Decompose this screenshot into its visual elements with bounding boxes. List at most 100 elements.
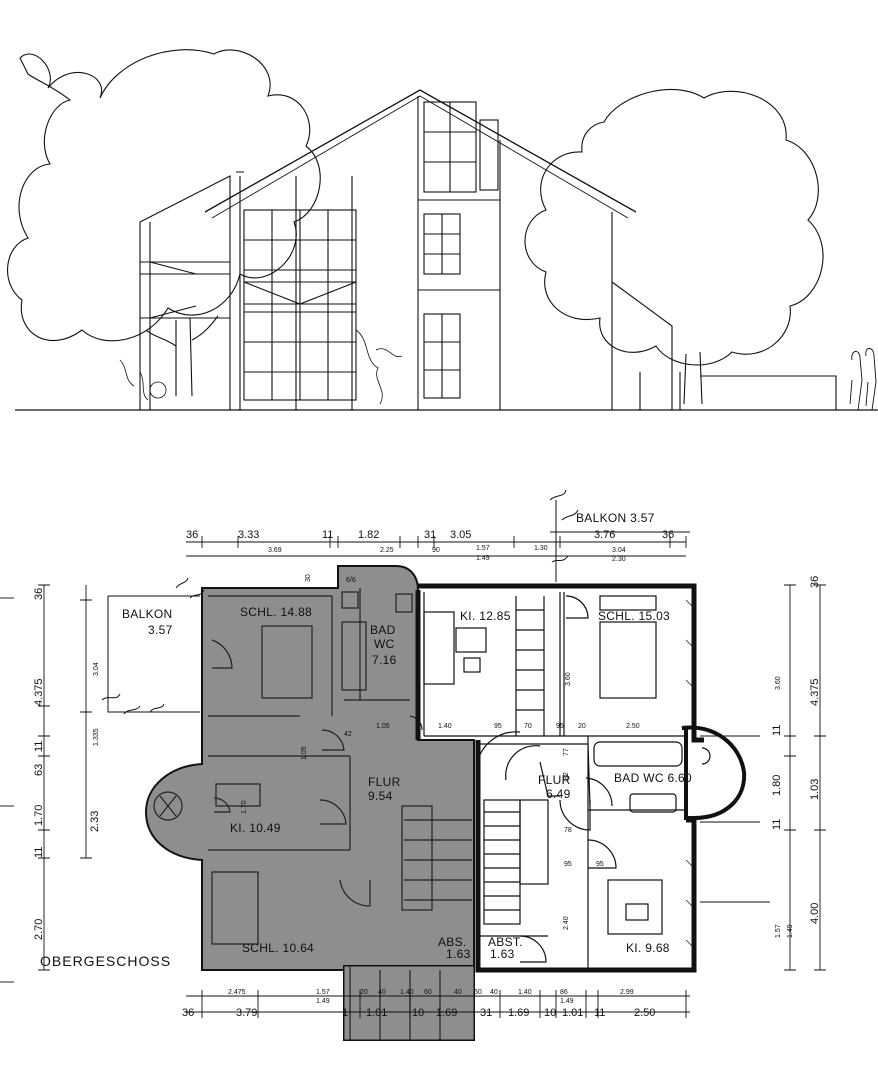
dim-text: 4.375 [33, 678, 45, 706]
dim-text: 36 [809, 576, 821, 588]
dim-text: 20 [578, 723, 586, 730]
dim-text: 1.49 [560, 998, 574, 1005]
dim-text: 36 [182, 1007, 194, 1019]
room-label-balkon-2: BALKON 3.57 [576, 511, 655, 525]
dim-text: 31 [480, 1007, 492, 1019]
dim-text: 42 [344, 731, 352, 738]
dim-text: 40 [490, 989, 498, 996]
room-label-bad-1: BAD [370, 623, 396, 637]
glass-facade [243, 209, 357, 401]
dim-text: 11 [33, 847, 45, 858]
dim-text: 6/6 [346, 577, 356, 584]
dim-text: 1.01 [562, 1007, 583, 1019]
dim-text: 90 [432, 547, 440, 554]
dim-text: 1.69 [508, 1007, 529, 1019]
dim-text: 1.57 [316, 989, 330, 996]
dim-text: 30 [305, 574, 312, 582]
ivy-shrub [119, 329, 403, 405]
room-label-flur-1: FLUR [368, 775, 401, 789]
room-label-schl-2: SCHL. 15.03 [598, 609, 670, 623]
dim-text: 1.40 [518, 989, 532, 996]
dim-text: 1.03 [809, 779, 821, 800]
dims-top: 36 3.33 11 1.82 31 3.05 3.76 36 3.69 2.2… [186, 529, 674, 563]
room-label-bad-2: BAD WC 6.60 [614, 771, 692, 785]
floor-title: OBERGESCHOSS [40, 953, 171, 969]
dim-text: 1.335 [93, 728, 100, 746]
dim-text: 3.04 [93, 662, 100, 676]
room-label-abs-2: ABST. [488, 935, 523, 949]
room-label-schl-3: SCHL. 10.64 [242, 941, 314, 955]
right-balcony [549, 489, 579, 582]
dim-text: 82 [563, 772, 570, 780]
dim-text: 78 [564, 827, 572, 834]
dim-text: 2.99 [620, 989, 634, 996]
left-balcony [101, 577, 205, 715]
dim-text: 2.40 [563, 916, 570, 930]
balcony-frame [139, 171, 353, 410]
dim-text: 11 [771, 725, 783, 736]
dim-text: 2.475 [228, 989, 246, 996]
dim-text: 3.69 [268, 547, 282, 554]
dim-text: 1.49 [316, 998, 330, 1005]
roof-outline [204, 89, 637, 213]
dim-text: 36 [186, 529, 198, 541]
mid-window [423, 213, 461, 275]
dim-text: 40 [454, 989, 462, 996]
dim-text: 11 [322, 529, 333, 541]
dim-text: 31 [424, 529, 436, 541]
dimension-lines [0, 531, 826, 1018]
dim-text: 86 [560, 989, 568, 996]
room-area-balkon-1: 3.57 [148, 623, 173, 637]
dim-text: 1.69 [436, 1007, 457, 1019]
room-label-kue-2: KI. 10.49 [230, 821, 281, 835]
room-label-balkon-1: BALKON [122, 607, 173, 621]
dim-text: 40 [378, 989, 386, 996]
dim-text: 3.76 [594, 529, 615, 541]
dim-text: 2.30 [612, 556, 626, 563]
room-label-kue-3: KI. 9.68 [626, 941, 670, 955]
dim-text: 3.33 [238, 529, 259, 541]
lower-window [423, 313, 461, 399]
dim-text: 3.05 [450, 529, 471, 541]
dim-text: 11 [33, 741, 45, 752]
dim-text: 1 [342, 1007, 348, 1019]
dim-text: 1.70 [241, 800, 248, 814]
dim-text: 1.49 [787, 924, 794, 938]
dim-text: 60 [424, 989, 432, 996]
dim-text: 95 [564, 861, 572, 868]
dim-text: 36 [33, 588, 45, 600]
dim-text: 10 [412, 1007, 424, 1019]
dim-text: 3.60 [565, 672, 572, 686]
shaded-unit [144, 565, 475, 1041]
dim-text: 4.375 [809, 678, 821, 706]
room-label-abs-1: ABS. [438, 935, 467, 949]
elevation-view [7, 49, 878, 411]
room-label-schl-1: SCHL. 14.88 [240, 605, 312, 619]
dim-text: 1.49 [476, 555, 490, 562]
dim-text: 2.50 [634, 1007, 655, 1019]
dim-text: 95 [596, 861, 604, 868]
dim-text: 1.05 [376, 723, 390, 730]
dim-text: 1.30 [534, 545, 548, 552]
dim-text: 11 [594, 1007, 605, 1019]
room-area-abs-2: 1.63 [490, 947, 515, 961]
right-unit-walls [415, 583, 747, 973]
room-labels: SCHL. 14.88 BAD WC 7.16 KI. 12.85 SCHL. … [40, 511, 692, 969]
right-tree [524, 89, 837, 410]
room-area-bad-1: 7.16 [372, 653, 397, 667]
dim-text: 3.04 [612, 547, 626, 554]
dim-text: 95 [556, 723, 564, 730]
dim-text: 50 [474, 989, 482, 996]
dim-text: 11 [771, 819, 783, 830]
gable-window [423, 101, 499, 193]
dim-text: 1.01 [366, 1007, 387, 1019]
room-label-flur-2: FLUR [538, 773, 571, 787]
dim-text: 1.40 [400, 989, 414, 996]
people-figures [849, 348, 877, 411]
dim-text: 1.82 [358, 529, 379, 541]
dim-text: 2.25 [380, 547, 394, 554]
dim-text: 1.70 [33, 805, 45, 826]
dim-text: 2.50 [626, 723, 640, 730]
dim-text: 10 [544, 1007, 556, 1019]
